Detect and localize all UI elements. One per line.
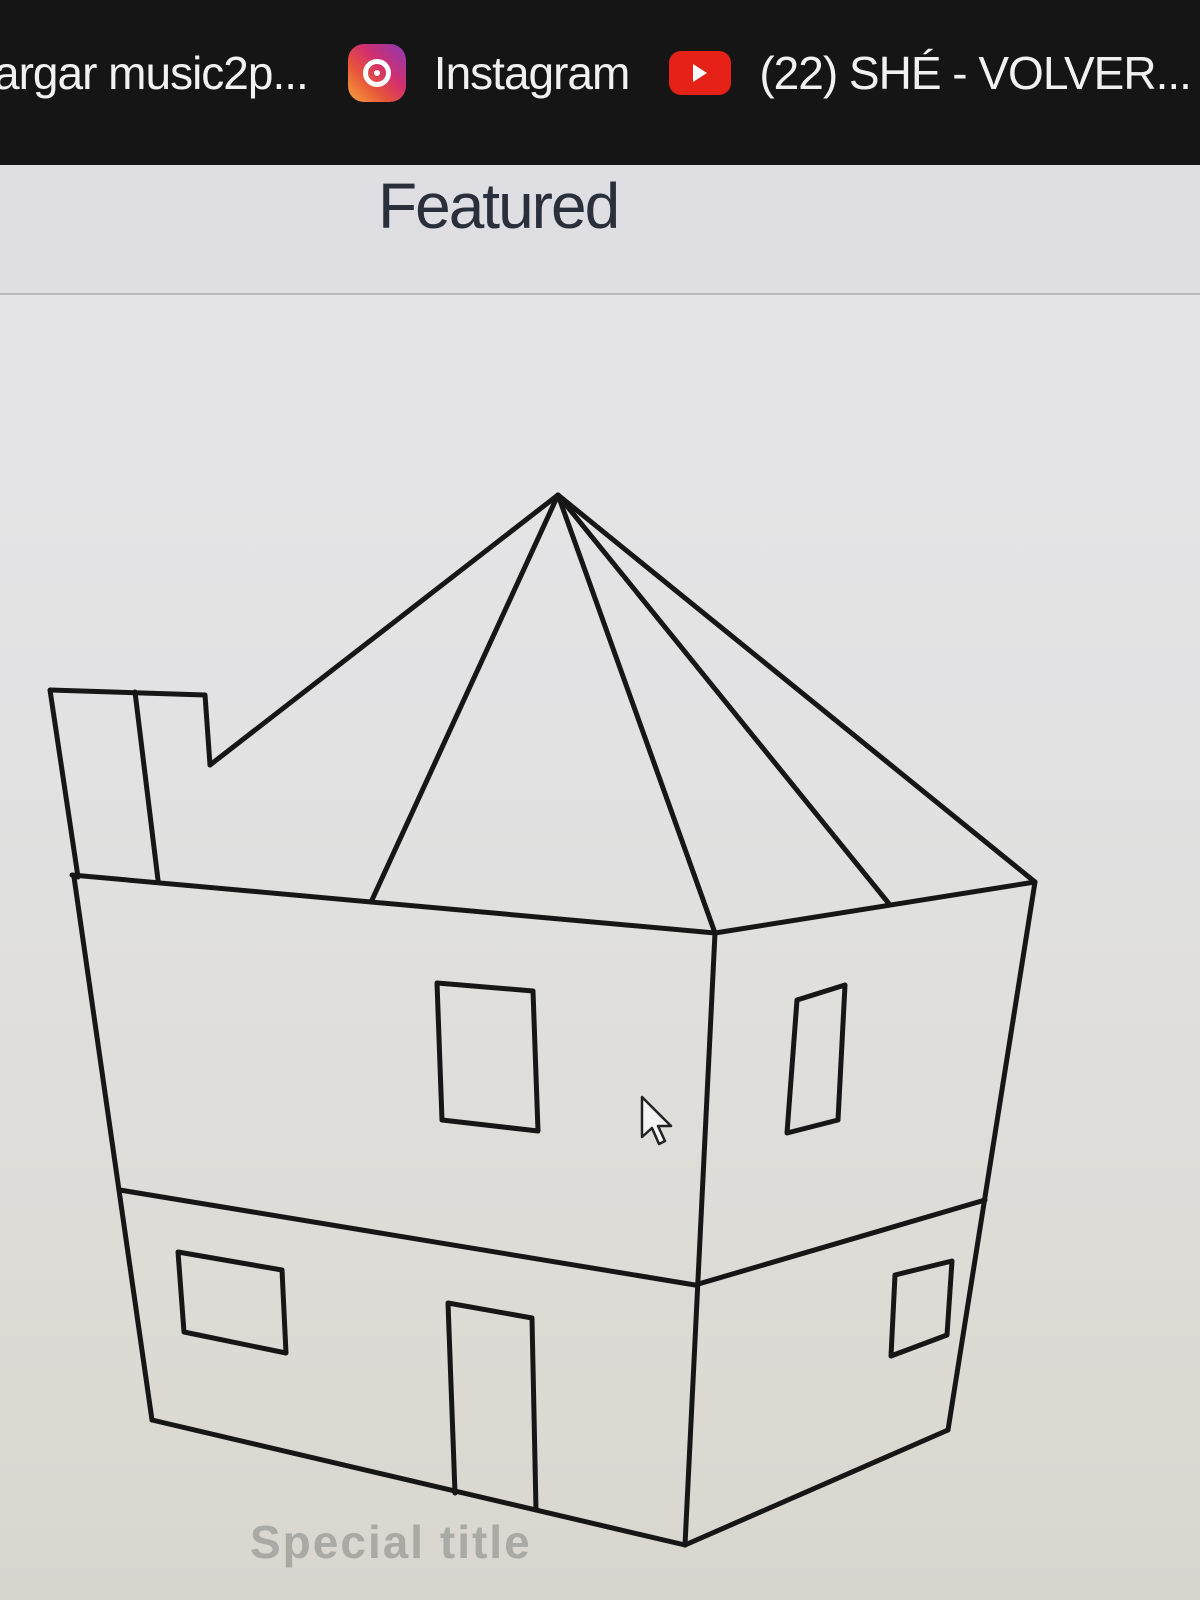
floor-divider — [117, 1187, 698, 1288]
roof-edge — [369, 492, 561, 903]
roof-edge — [207, 492, 561, 768]
window-upper-side — [784, 982, 848, 1136]
wall-edge-right — [945, 879, 1038, 1433]
wall-edge-corner — [682, 930, 718, 1548]
window-lower-side — [888, 1258, 955, 1359]
base-line — [682, 1427, 951, 1548]
window-upper-front — [434, 980, 541, 1134]
mouse-pointer-icon — [640, 1095, 676, 1152]
floor-divider — [692, 1197, 988, 1288]
bookmark-label: argar music2p... — [0, 46, 309, 99]
chimney-divider — [132, 689, 161, 883]
house-drawing — [47, 492, 1038, 1548]
bookmark-youtube[interactable]: (22) SHÉ - VOLVER... — [669, 46, 1192, 100]
roof-edge — [555, 492, 718, 936]
chimney — [47, 687, 213, 880]
door — [445, 1300, 539, 1513]
eave-line — [69, 872, 718, 936]
card-header-title: Featured — [378, 170, 620, 242]
page-content: Featured — [0, 165, 1200, 1600]
bookmarks-bar: argar music2p... Instagram (22) SHÉ - VO… — [0, 0, 1200, 165]
bookmark-label: (22) SHÉ - VOLVER... — [759, 46, 1192, 99]
bookmark-instagram[interactable]: Instagram — [347, 43, 631, 102]
roof-edge — [555, 492, 893, 908]
window-lower-front — [175, 1249, 289, 1356]
youtube-icon — [669, 50, 732, 95]
bookmark-label: Instagram — [433, 46, 631, 99]
base-line — [149, 1417, 688, 1548]
card-header: Featured — [0, 165, 1200, 295]
wall-edge-left — [71, 874, 155, 1423]
bookmark-music2p[interactable]: argar music2p... — [0, 46, 309, 100]
eave-line — [712, 879, 1038, 936]
special-title-text: Special title — [250, 1516, 532, 1568]
instagram-icon — [347, 43, 406, 102]
roof-edge — [555, 492, 1038, 885]
